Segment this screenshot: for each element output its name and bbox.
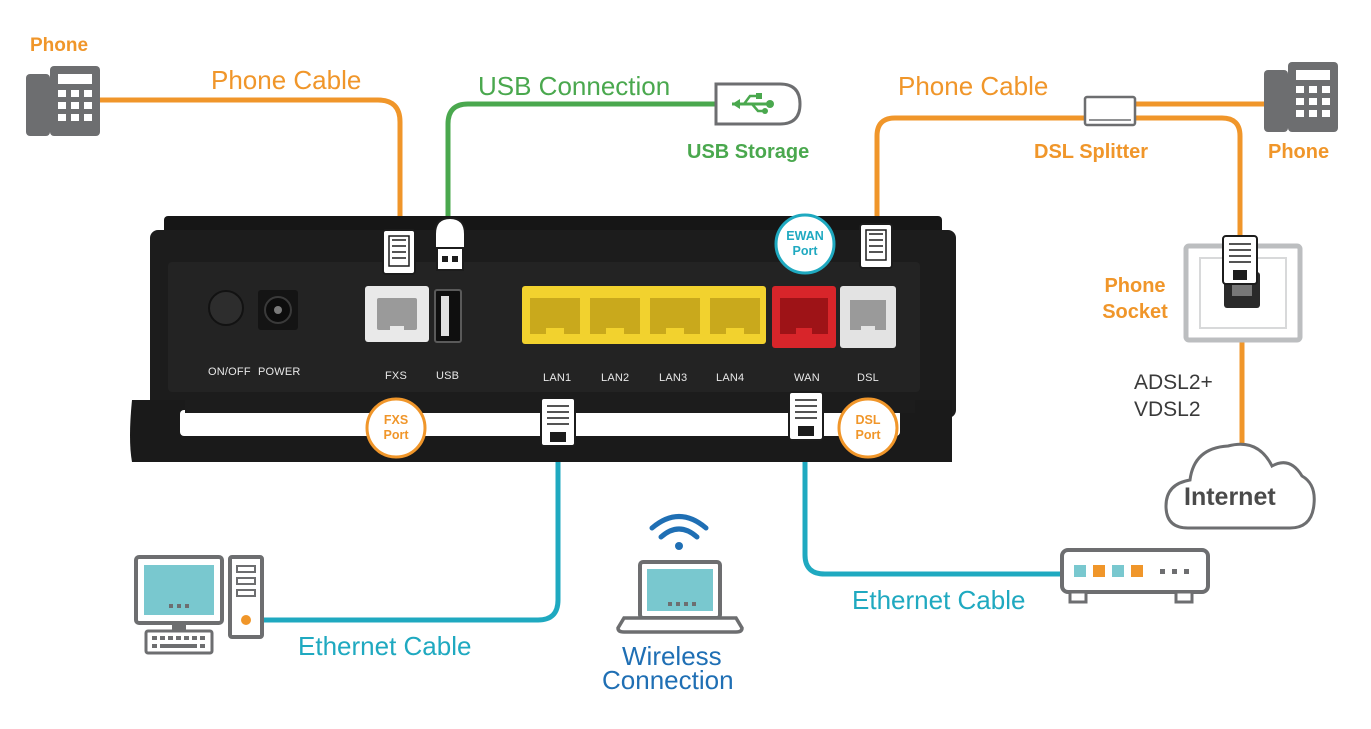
phone-cable-right [874, 115, 1085, 228]
phone-cable-left [100, 97, 403, 232]
ethernet-cable-right [802, 440, 1064, 577]
ethernet-cable-left-label: Ethernet Cable [298, 631, 472, 661]
usb-connection-label: USB Connection [478, 71, 671, 101]
port-label-usb: USB [436, 370, 460, 382]
port-label-lan1: LAN1 [543, 372, 572, 384]
wifi-icon [649, 514, 709, 550]
phone-icon [26, 66, 100, 136]
network-switch-icon [1060, 548, 1210, 604]
usb-connector-icon [434, 216, 466, 271]
ethernet-cable-right-label: Ethernet Cable [852, 585, 1026, 615]
port-label-lan3: LAN3 [659, 372, 688, 384]
vdsl-label: VDSL2 [1134, 398, 1201, 421]
phone-left-label: Phone [30, 35, 89, 56]
port-label-power: POWER [258, 366, 301, 378]
rj11-connector-icon [382, 229, 416, 275]
usb-port [434, 289, 462, 343]
onoff-button [208, 290, 244, 326]
usb-storage-label: USB Storage [687, 141, 810, 163]
port-label-onoff: ON/OFF [208, 366, 251, 378]
phone-socket-icon [1183, 235, 1303, 343]
phone-right-label: Phone [1268, 141, 1330, 163]
phone-cable-left-label: Phone Cable [211, 65, 362, 95]
dsl-port [840, 286, 896, 348]
usb-cable [445, 101, 716, 222]
port-label-dsl: DSL [857, 372, 879, 384]
internet-label: Internet [1184, 483, 1276, 511]
fxs-port-badge [365, 397, 427, 459]
router-rear-panel [130, 216, 956, 462]
rj45-connector-icon [788, 391, 824, 441]
phone-icon [1264, 62, 1338, 132]
port-label-fxs: FXS [385, 370, 407, 382]
splitter-socket-cable [1134, 115, 1243, 238]
internet-cloud-icon [1164, 442, 1316, 530]
adsl-label: ADSL2+ [1134, 371, 1213, 394]
port-label-lan4: LAN4 [716, 372, 745, 384]
port-label-lan2: LAN2 [601, 372, 630, 384]
desktop-computer-icon [134, 555, 264, 655]
dsl-splitter-icon [1083, 95, 1137, 127]
wan-port [772, 286, 836, 348]
laptop-icon [616, 560, 744, 634]
fxs-port [365, 286, 429, 342]
dsl-splitter-label: DSL Splitter [1034, 141, 1149, 163]
rj45-connector-icon [540, 397, 576, 447]
port-label-wan: WAN [794, 372, 820, 384]
power-jack [258, 290, 298, 330]
wireless-label-line1: Wireless [622, 641, 722, 671]
phone-cable-right-label: Phone Cable [898, 71, 1049, 101]
lan-ports [522, 286, 766, 344]
usb-storage-icon [714, 82, 802, 126]
dsl-port-badge [837, 397, 899, 459]
wireless-label-line2: Connection [602, 665, 734, 695]
rj11-connector-icon [859, 223, 893, 269]
ethernet-cable-left [262, 448, 561, 623]
phone-socket-label: Phone Socket [1102, 275, 1168, 323]
ewan-port-badge [774, 213, 836, 275]
